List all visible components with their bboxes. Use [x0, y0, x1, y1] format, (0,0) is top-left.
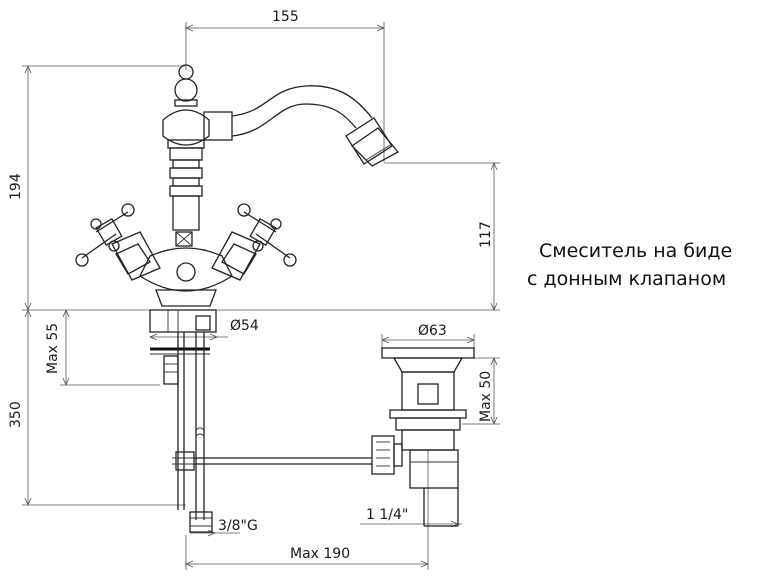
left-handle	[75, 203, 161, 281]
dim-below-length: 350	[8, 401, 24, 428]
mounting-assembly	[149, 309, 217, 533]
waste-valve	[371, 347, 475, 527]
right-handle	[211, 203, 297, 281]
dimension-lines	[22, 22, 500, 570]
dim-waste-diameter: Ø63	[418, 323, 447, 339]
dim-max-reach: Max 190	[290, 546, 350, 562]
dim-total-height: 194	[8, 173, 24, 200]
caption-line-2: с донным клапаном	[527, 268, 727, 290]
dim-waste-max: Max 50	[478, 371, 494, 422]
dim-spout-height: 117	[478, 221, 494, 248]
popup-rod	[194, 457, 372, 465]
dimension-labels: 155 194 117 Ø54 Max 55 350 Ø63 Max 50 1 …	[8, 9, 494, 562]
dim-base-diameter: Ø54	[230, 318, 259, 334]
spout	[203, 85, 400, 167]
dim-top-width: 155	[272, 9, 299, 25]
faucet-body	[139, 64, 233, 307]
dim-waste-thread: 1 1/4"	[366, 507, 408, 523]
dim-supply-thread: 3/8"G	[218, 518, 258, 534]
caption-line-1: Смеситель на биде	[539, 240, 733, 262]
dim-max-thickness: Max 55	[45, 323, 61, 374]
